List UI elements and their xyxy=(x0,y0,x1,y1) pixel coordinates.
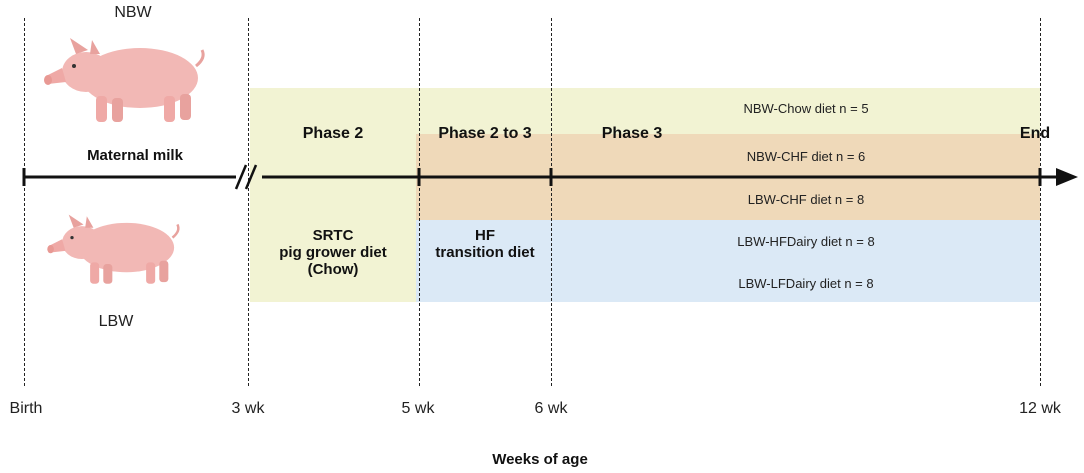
nbw-chf-group-label: NBW-CHF diet n = 6 xyxy=(746,149,866,164)
chow-diet-line3: (Chow) xyxy=(307,261,359,278)
hf-diet-line2: transition diet xyxy=(435,244,535,261)
pig-icon xyxy=(47,214,180,284)
chow-region-phase2 xyxy=(250,88,416,302)
nbw-chow-region xyxy=(416,88,1040,134)
maternal-milk-label: Maternal milk xyxy=(87,147,183,164)
tick-label-12wk: 12 wk xyxy=(1019,400,1061,417)
chf-region xyxy=(416,134,1040,220)
week3-marker-line xyxy=(248,18,249,386)
phase3-label: Phase 3 xyxy=(601,125,663,142)
week5-marker-line xyxy=(419,18,420,386)
tick-label-3wk: 3 wk xyxy=(231,400,265,417)
axis-title: Weeks of age xyxy=(492,451,588,468)
phase2to3-label: Phase 2 to 3 xyxy=(438,125,532,142)
chow-diet-line1: SRTC xyxy=(312,227,354,244)
lbw-group-label: LBW xyxy=(98,313,134,330)
pig-icon xyxy=(44,38,205,122)
tick-label-birth: Birth xyxy=(9,400,43,417)
birth-marker-line xyxy=(24,18,25,386)
week12-marker-line xyxy=(1040,18,1041,386)
hf-diet-line1: HF xyxy=(475,227,495,244)
phase2-label: Phase 2 xyxy=(302,125,364,142)
lbw-chf-group-label: LBW-CHF diet n = 8 xyxy=(747,192,865,207)
lbw-lfdairy-group-label: LBW-LFDairy diet n = 8 xyxy=(738,276,874,291)
end-label: End xyxy=(1019,125,1051,142)
tick-label-5wk: 5 wk xyxy=(401,400,435,417)
tick-label-6wk: 6 wk xyxy=(534,400,568,417)
chow-diet-line2: pig grower diet xyxy=(279,244,387,261)
lbw-hfdairy-group-label: LBW-HFDairy diet n = 8 xyxy=(737,234,875,249)
dairy-region xyxy=(416,220,1040,302)
nbw-group-label: NBW xyxy=(114,4,152,21)
week6-marker-line xyxy=(551,18,552,386)
nbw-chow-group-label: NBW-Chow diet n = 5 xyxy=(743,101,869,116)
